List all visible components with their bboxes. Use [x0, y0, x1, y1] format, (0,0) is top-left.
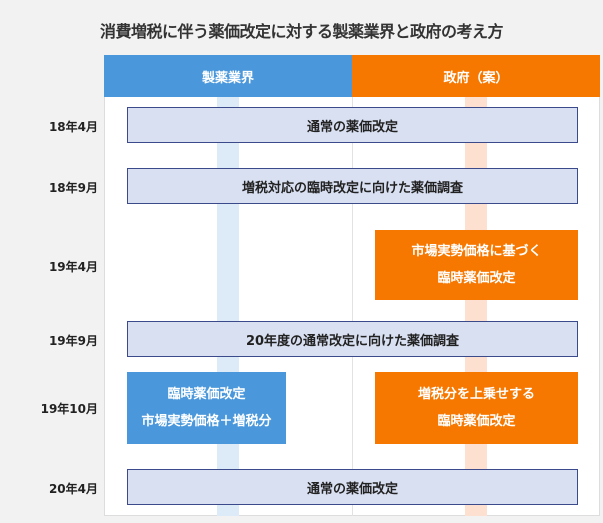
box-line: 臨時薬価改定: [437, 271, 516, 286]
common-box: 通常の薬価改定: [127, 469, 578, 505]
date-label: 20年4月: [48, 482, 98, 496]
date-label: 18年9月: [48, 181, 98, 195]
date-label: 18年4月: [48, 120, 98, 134]
box-line: 増税分を上乗せする: [417, 387, 535, 402]
box-line: 市場実勢価格＋増税分: [141, 414, 272, 429]
common-box: 通常の薬価改定: [127, 107, 578, 143]
date-label: 19年4月: [48, 260, 98, 274]
common-box: 20年度の通常改定に向けた薬価調査: [127, 321, 578, 357]
header-industry: 製薬業界: [104, 55, 352, 97]
box-line: 臨時薬価改定: [437, 414, 516, 429]
box-line: 臨時薬価改定: [167, 387, 246, 402]
industry-box: 臨時薬価改定 市場実勢価格＋増税分: [127, 372, 286, 444]
diagram-title: 消費増税に伴う薬価改定に対する製薬業界と政府の考え方: [99, 22, 504, 41]
date-label: 19年9月: [48, 334, 98, 348]
header-government: 政府（案）: [352, 55, 600, 97]
date-label: 19年10月: [40, 402, 98, 416]
government-box: 増税分を上乗せする 臨時薬価改定: [375, 372, 578, 444]
column-divider: [352, 97, 353, 516]
box-line: 市場実勢価格に基づく: [411, 244, 542, 259]
common-box: 増税対応の臨時改定に向けた薬価調査: [127, 168, 578, 204]
government-timeline-stripe: [465, 97, 487, 516]
industry-timeline-stripe: [217, 97, 239, 516]
government-box: 市場実勢価格に基づく 臨時薬価改定: [375, 230, 578, 300]
